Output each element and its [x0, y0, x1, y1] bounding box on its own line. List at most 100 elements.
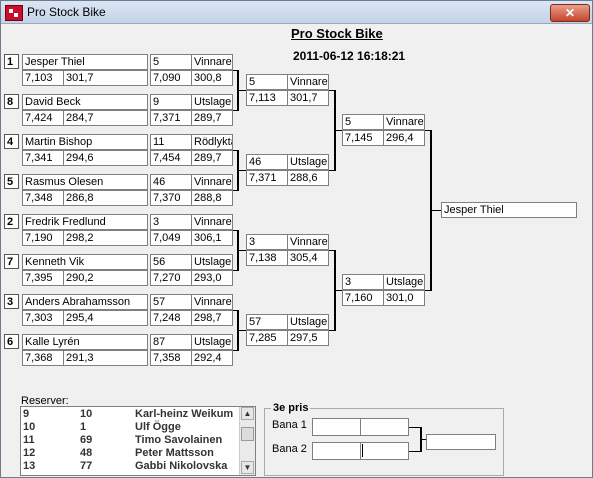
driver-name-field[interactable]: David Beck — [22, 94, 148, 110]
start-number-field[interactable]: 5 — [246, 74, 288, 90]
speed-field[interactable]: 291,3 — [63, 350, 148, 366]
result-field[interactable]: Vinnare — [191, 294, 233, 310]
title-bar[interactable]: Pro Stock Bike ✕ — [1, 1, 592, 24]
elapsed-time-field[interactable]: 7,138 — [246, 250, 288, 266]
elapsed-time-field[interactable]: 7,145 — [342, 130, 384, 146]
start-number-field[interactable]: 11 — [150, 134, 192, 150]
driver-name-field[interactable]: Kalle Lyrén — [22, 334, 148, 350]
start-number-field[interactable]: 46 — [150, 174, 192, 190]
result-field[interactable]: Utslagen — [383, 274, 425, 290]
result-field[interactable]: Utslagen — [191, 254, 233, 270]
speed-field[interactable]: 301,7 — [287, 90, 329, 106]
result-field[interactable]: Vinnare — [383, 114, 425, 130]
reaction-time-field[interactable]: 7,348 — [22, 190, 64, 206]
start-number-field[interactable]: 9 — [150, 94, 192, 110]
start-number-field[interactable]: 56 — [150, 254, 192, 270]
reserves-scrollbar[interactable]: ▲ ▼ — [239, 407, 255, 475]
start-number-field[interactable]: 3 — [150, 214, 192, 230]
elapsed-time-field[interactable]: 7,270 — [150, 270, 192, 286]
speed-field[interactable]: 288,8 — [191, 190, 233, 206]
speed-field[interactable]: 286,8 — [63, 190, 148, 206]
reaction-time-field[interactable]: 7,103 — [22, 70, 64, 86]
bracket-connector — [233, 310, 237, 311]
speed-field[interactable]: 294,6 — [63, 150, 148, 166]
start-number-field[interactable]: 57 — [246, 314, 288, 330]
driver-name-field[interactable]: Rasmus Olesen — [22, 174, 148, 190]
seed-badge: 1 — [4, 54, 19, 69]
lane2-number-field[interactable] — [312, 442, 361, 460]
driver-name-field[interactable]: Fredrik Fredlund — [22, 214, 148, 230]
seed-badge: 4 — [4, 134, 19, 149]
speed-field[interactable]: 301,7 — [63, 70, 148, 86]
start-number-field[interactable]: 5 — [150, 54, 192, 70]
elapsed-time-field[interactable]: 7,371 — [150, 110, 192, 126]
reaction-time-field[interactable]: 7,303 — [22, 310, 64, 326]
speed-field[interactable]: 305,4 — [287, 250, 329, 266]
result-field[interactable]: Vinnare — [287, 234, 329, 250]
speed-field[interactable]: 306,1 — [191, 230, 233, 246]
scroll-thumb[interactable] — [241, 427, 254, 441]
start-number-field[interactable]: 57 — [150, 294, 192, 310]
speed-field[interactable]: 296,4 — [383, 130, 425, 146]
start-number-field[interactable]: 46 — [246, 154, 288, 170]
result-field[interactable]: Vinnare — [287, 74, 329, 90]
start-number-field[interactable]: 5 — [342, 114, 384, 130]
speed-field[interactable]: 300,8 — [191, 70, 233, 86]
close-button[interactable]: ✕ — [550, 4, 590, 22]
driver-name-field[interactable]: Kenneth Vik — [22, 254, 148, 270]
result-field[interactable]: Utslagen — [287, 154, 329, 170]
result-field[interactable]: Utslagen — [287, 314, 329, 330]
speed-field[interactable]: 292,4 — [191, 350, 233, 366]
start-number-field[interactable]: 3 — [246, 234, 288, 250]
speed-field[interactable]: 298,7 — [191, 310, 233, 326]
speed-field[interactable]: 297,5 — [287, 330, 329, 346]
start-number-field[interactable]: 3 — [342, 274, 384, 290]
speed-field[interactable]: 293,0 — [191, 270, 233, 286]
speed-field[interactable]: 290,2 — [63, 270, 148, 286]
speed-field[interactable]: 289,7 — [191, 150, 233, 166]
elapsed-time-field[interactable]: 7,090 — [150, 70, 192, 86]
speed-field[interactable]: 298,2 — [63, 230, 148, 246]
lane1-number-field[interactable] — [312, 418, 361, 436]
result-field[interactable]: Vinnare — [191, 174, 233, 190]
driver-name-field[interactable]: Anders Abrahamsson — [22, 294, 148, 310]
lane2-label: Bana 2 — [272, 443, 307, 455]
elapsed-time-field[interactable]: 7,160 — [342, 290, 384, 306]
speed-field[interactable]: 301,0 — [383, 290, 425, 306]
driver-name-field[interactable]: Martin Bishop — [22, 134, 148, 150]
reaction-time-field[interactable]: 7,341 — [22, 150, 64, 166]
winner-field[interactable]: Jesper Thiel — [441, 202, 577, 218]
elapsed-time-field[interactable]: 7,248 — [150, 310, 192, 326]
lane1-result-field[interactable] — [360, 418, 409, 436]
scroll-down-icon[interactable]: ▼ — [241, 461, 254, 474]
reaction-time-field[interactable]: 7,424 — [22, 110, 64, 126]
result-field[interactable]: Rödlykta — [191, 134, 233, 150]
bracket-connector — [334, 290, 342, 291]
speed-field[interactable]: 295,4 — [63, 310, 148, 326]
reserves-label: Reserver: — [21, 395, 69, 407]
start-number-field[interactable]: 87 — [150, 334, 192, 350]
result-field[interactable]: Utslagen — [191, 334, 233, 350]
result-field[interactable]: Utslagen — [191, 94, 233, 110]
result-field[interactable]: Vinnare — [191, 54, 233, 70]
elapsed-time-field[interactable]: 7,371 — [246, 170, 288, 186]
speed-field[interactable]: 289,7 — [191, 110, 233, 126]
speed-field[interactable]: 288,6 — [287, 170, 329, 186]
driver-name-field[interactable]: Jesper Thiel — [22, 54, 148, 70]
result-field[interactable]: Vinnare — [191, 214, 233, 230]
lane2-result-field[interactable] — [360, 442, 409, 460]
elapsed-time-field[interactable]: 7,370 — [150, 190, 192, 206]
third-place-winner-field[interactable] — [426, 434, 496, 450]
elapsed-time-field[interactable]: 7,358 — [150, 350, 192, 366]
elapsed-time-field[interactable]: 7,454 — [150, 150, 192, 166]
elapsed-time-field[interactable]: 7,049 — [150, 230, 192, 246]
reaction-time-field[interactable]: 7,190 — [22, 230, 64, 246]
elapsed-time-field[interactable]: 7,113 — [246, 90, 288, 106]
reaction-time-field[interactable]: 7,368 — [22, 350, 64, 366]
scroll-up-icon[interactable]: ▲ — [241, 407, 254, 420]
elapsed-time-field[interactable]: 7,285 — [246, 330, 288, 346]
bracket-connector — [237, 250, 246, 251]
reaction-time-field[interactable]: 7,395 — [22, 270, 64, 286]
speed-field[interactable]: 284,7 — [63, 110, 148, 126]
